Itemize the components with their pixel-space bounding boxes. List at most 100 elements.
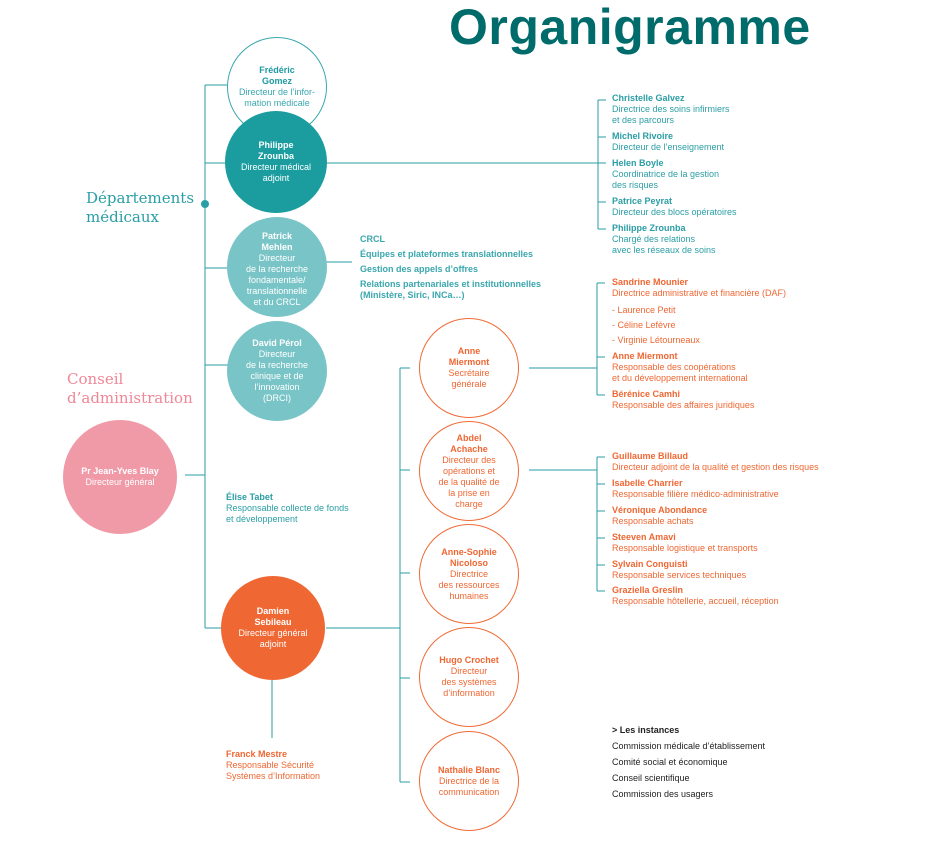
node-name: Damien Sebileau xyxy=(254,606,292,627)
person-name: Sandrine Mounier xyxy=(612,277,689,287)
node-role: Directeur de la recherche fondamentale/ … xyxy=(245,253,309,307)
node-name: Frédéric Gomez xyxy=(259,65,295,86)
person-role: Directeur adjoint de la qualité et gesti… xyxy=(612,462,819,472)
node-hugo-crochet: Hugo Crochet Directeur des systèmes d’in… xyxy=(419,627,519,727)
person-role: Responsable logistique et transports xyxy=(612,543,758,553)
node-role: Directeur médical adjoint xyxy=(240,162,312,183)
node-name: Pr Jean-Yves Blay xyxy=(81,466,159,476)
instance-item: Commission des usagers xyxy=(612,789,714,799)
crcl-item: Gestion des appels d’offres xyxy=(360,264,479,274)
instance-item: Comité social et économique xyxy=(612,757,728,767)
instance-item: Conseil scientifique xyxy=(612,773,690,783)
node-name: Anne-Sophie Nicoloso xyxy=(441,546,497,568)
person-role: Coordinatrice de la gestion des risques xyxy=(612,169,720,190)
node-name: Patrick Mehlen xyxy=(261,231,293,252)
person-name: Patrice Peyrat xyxy=(612,196,673,206)
node-name: Abdel Achache xyxy=(450,432,488,454)
node-patrick-mehlen: Patrick Mehlen Directeur de la recherche… xyxy=(227,217,327,317)
person-role: Responsable filière médico-administrativ… xyxy=(612,489,779,499)
node-anne-miermont: Anne Miermont Secrétaire générale xyxy=(419,318,519,418)
node-abdel-achache: Abdel Achache Directeur des opérations e… xyxy=(419,421,519,521)
node-role: Directrice de la communication xyxy=(438,775,500,797)
person-name: Guillaume Billaud xyxy=(612,451,689,461)
person-name: Isabelle Charrier xyxy=(612,478,683,488)
person-name: Michel Rivoire xyxy=(612,131,674,141)
junction-dot xyxy=(201,200,209,208)
section-label-conseil: Conseil d’administration xyxy=(67,370,193,407)
crcl-item: (Ministère, Siric, INCa…) xyxy=(360,290,465,300)
person-role: Directrice des soins infirmiers et des p… xyxy=(612,104,730,125)
person-role: Responsable collecte de fonds et dévelop… xyxy=(226,503,349,524)
node-anne-sophie-nicoloso: Anne-Sophie Nicoloso Directrice des ress… xyxy=(419,524,519,624)
person-name: Bérénice Camhi xyxy=(612,389,681,399)
node-role: Directeur général xyxy=(85,477,155,487)
person-role: Directrice administrative et financière … xyxy=(612,288,787,298)
person-role: Responsable des affaires juridiques xyxy=(612,400,755,410)
node-nathalie-blanc: Nathalie Blanc Directrice de la communic… xyxy=(419,731,519,831)
sub-person: - Laurence Petit xyxy=(612,305,676,315)
node-name: Anne Miermont xyxy=(448,346,490,367)
crcl-item: CRCL xyxy=(360,234,385,244)
node-role: Directeur général adjoint xyxy=(238,628,308,649)
node-name: Philippe Zrounba xyxy=(258,140,294,161)
node-david-perol: David Pérol Directeur de la recherche cl… xyxy=(227,321,327,421)
node-role: Directeur des systèmes d’information xyxy=(441,666,497,698)
person-role: Directeur de l’enseignement xyxy=(612,142,725,152)
sub-person: - Virginie Létourneaux xyxy=(612,335,700,345)
node-role: Directrice des ressources humaines xyxy=(438,568,500,601)
crcl-item: Relations partenariales et institutionne… xyxy=(360,279,542,289)
person-role: Chargé des relations avec les réseaux de… xyxy=(612,234,716,255)
instances-list: > Les instances Commission médicale d’ét… xyxy=(612,725,765,800)
node-role: Directeur de l’infor- mation médicale xyxy=(238,87,316,108)
person-role: Responsable Sécurité Systèmes d’Informat… xyxy=(226,760,321,781)
crcl-item: Équipes et plateformes translationnelles xyxy=(360,249,534,259)
person-role: Responsable des coopérations et du dével… xyxy=(612,362,748,383)
person-name: Franck Mestre xyxy=(226,749,288,759)
node-role: Secrétaire générale xyxy=(448,368,490,389)
person-role: Directeur des blocs opératoires xyxy=(612,207,737,217)
person-name: Helen Boyle xyxy=(612,158,664,168)
page-title: Organigramme xyxy=(449,0,811,55)
person-name: Sylvain Conguisti xyxy=(612,559,688,569)
node-name: Nathalie Blanc xyxy=(437,764,501,775)
node-name: David Pérol xyxy=(252,338,302,348)
person-name: Steeven Amavi xyxy=(612,532,676,542)
person-name: Véronique Abondance xyxy=(612,505,708,515)
person-role: Responsable achats xyxy=(612,516,694,526)
node-name: Hugo Crochet xyxy=(439,655,499,665)
sub-person: - Céline Lefèvre xyxy=(612,320,676,330)
section-label-departements: Départements médicaux xyxy=(86,189,195,226)
node-damien-sebileau: Damien Sebileau Directeur général adjoin… xyxy=(221,576,325,680)
person-role: Responsable services techniques xyxy=(612,570,747,580)
person-name: Élise Tabet xyxy=(226,492,273,502)
instances-title: > Les instances xyxy=(612,725,680,735)
instance-item: Commission médicale d’établissement xyxy=(612,741,766,751)
person-name: Graziella Greslin xyxy=(612,585,684,595)
person-name: Christelle Galvez xyxy=(612,93,685,103)
node-role: Directeur des opérations et de la qualit… xyxy=(438,454,500,509)
node-jean-yves-blay: Pr Jean-Yves Blay Directeur général xyxy=(63,420,177,534)
person-name: Philippe Zrounba xyxy=(612,223,686,233)
crcl-list: CRCL Équipes et plateformes translationn… xyxy=(360,234,541,301)
node-philippe-zrounba: Philippe Zrounba Directeur médical adjoi… xyxy=(225,111,327,213)
person-name: Anne Miermont xyxy=(612,351,678,361)
person-role: Responsable hôtellerie, accueil, récepti… xyxy=(612,596,779,606)
node-role: Directeur de la recherche clinique et de… xyxy=(245,349,309,403)
